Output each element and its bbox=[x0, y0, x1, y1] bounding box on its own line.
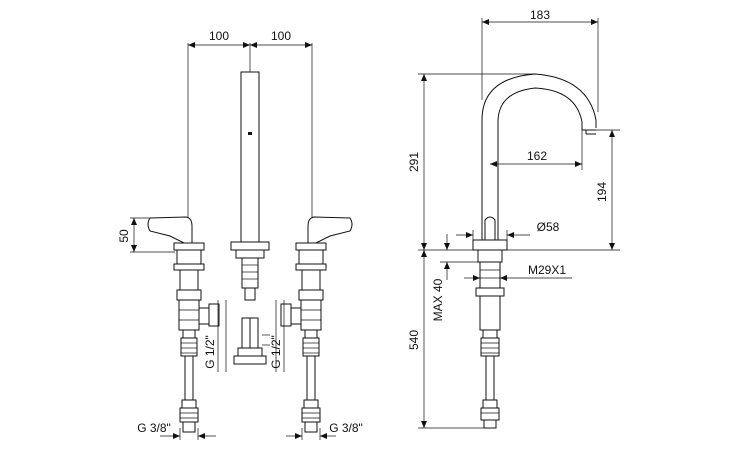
spout-height-label: 291 bbox=[407, 152, 421, 172]
front-view: 100 100 50 bbox=[117, 29, 363, 440]
spout-height-dimension: 291 bbox=[407, 73, 535, 251]
hose-length-label: 540 bbox=[407, 330, 421, 350]
spout-inner-reach-dimension: 162 bbox=[490, 130, 583, 170]
left-hose-thread-label: G 3/8" bbox=[137, 421, 171, 435]
spout-body bbox=[472, 73, 620, 429]
max-deck-thickness-label: MAX 40 bbox=[431, 278, 445, 321]
hose-length-dimension: 540 bbox=[407, 250, 484, 429]
half-inch-thread-dimensions: G 1/2" G 1/2" bbox=[203, 300, 285, 372]
spout-reach-label: 183 bbox=[530, 8, 550, 22]
max-deck-thickness-dimension: MAX 40 bbox=[431, 234, 478, 321]
deck-thread-dimension: M29X1 bbox=[464, 263, 572, 282]
outlet-height-dimension: 194 bbox=[507, 130, 620, 251]
deck-thread-label: M29X1 bbox=[528, 263, 566, 277]
side-view: 183 bbox=[407, 8, 620, 429]
right-thread-label: G 1/2" bbox=[269, 335, 283, 369]
right-hose-thread-label: G 3/8" bbox=[329, 421, 363, 435]
spacing-dimension: 100 100 bbox=[187, 29, 313, 218]
base-diameter-dimension: Ø58 bbox=[456, 220, 560, 240]
outlet-height-label: 194 bbox=[595, 182, 609, 202]
base-diameter-label: Ø58 bbox=[537, 220, 560, 234]
hose-thread-dimensions: G 3/8" G 3/8" bbox=[137, 421, 363, 440]
spout-inner-reach-label: 162 bbox=[527, 149, 547, 163]
left-valve bbox=[147, 216, 220, 433]
handle-height-label: 50 bbox=[117, 229, 131, 243]
left-thread-label: G 1/2" bbox=[203, 335, 217, 369]
handle-height-dimension: 50 bbox=[117, 217, 175, 253]
left-spacing-label: 100 bbox=[209, 29, 229, 43]
right-spacing-label: 100 bbox=[271, 29, 291, 43]
spout-reach-dimension: 183 bbox=[481, 8, 599, 112]
center-spout-column bbox=[230, 71, 270, 365]
right-valve bbox=[280, 216, 353, 433]
